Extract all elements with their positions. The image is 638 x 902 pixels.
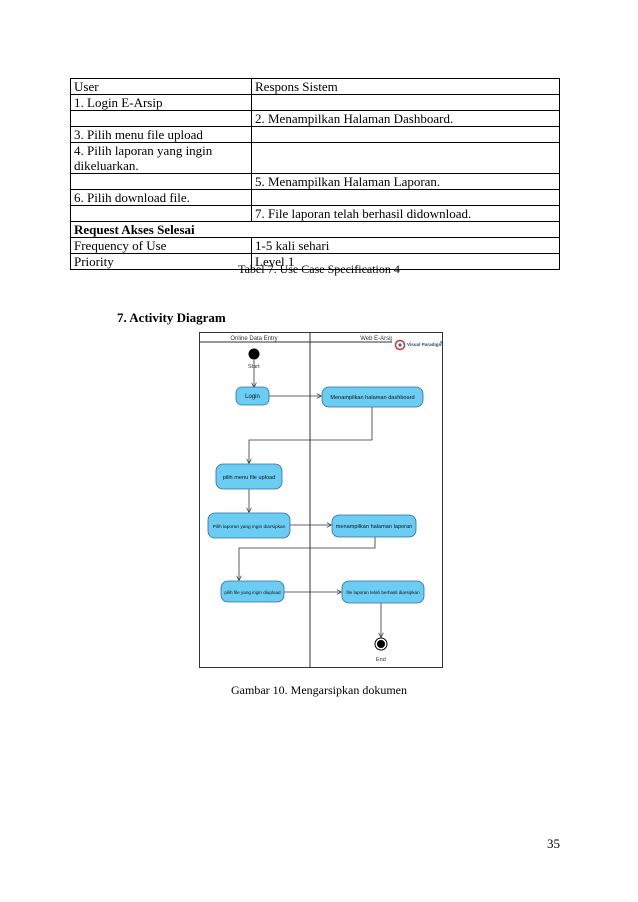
table-cell: Priority [70,253,252,270]
table-cell: 5. Menampilkan Halaman Laporan. [251,173,560,190]
visual-paradigm-logo: Visual Paradigm [392,335,443,352]
table-caption: Tabel 7. Use Case Specification 4 [238,262,400,276]
table-section-row: Request Akses Selesai [70,221,560,238]
action-halaman-laporan-label: menampilkan halaman laporan [336,524,413,530]
action-login-label: Login [245,394,260,400]
figure-caption: Gambar 10. Mengarsipkan dokumen [231,683,407,697]
table-row: 1. Login E-Arsip [70,94,560,111]
table-cell: 7. File laporan telah berhasil didownloa… [251,205,560,222]
action-berhasil-label: file laporan telah berhasil diarsipkan [346,590,420,595]
table-cell: 1. Login E-Arsip [70,94,252,111]
action-menu-upload: pilih menu file upload [215,463,283,490]
table-row: 3. Pilih menu file upload [70,126,560,143]
table-row: Frequency of Use 1-5 kali sehari [70,237,560,254]
table-row: 4. Pilih laporan yang ingin dikeluarkan. [70,142,560,174]
watermark-text: Visual Paradigm [407,342,443,347]
table-cell: Level 1 [251,253,560,270]
edge-halaman-pilihfile [239,537,376,580]
table-row: 2. Menampilkan Halaman Dashboard. [70,110,560,127]
action-dashboard: Menampilkan halaman dashboard [321,386,424,408]
edge-dashboard-upload [249,407,373,463]
table-row: Priority Level 1 [70,253,560,270]
header-response: Respons Sistem [251,78,560,95]
table-row: 6. Pilih download file. [70,189,560,206]
table-cell [251,189,560,206]
table-cell [251,94,560,111]
use-case-spec-table: User Respons Sistem 1. Login E-Arsip 2. … [70,78,560,270]
table-cell: 6. Pilih download file. [70,189,252,206]
action-login: Login [235,386,270,406]
swimlane-frame [199,332,443,668]
table-cell [70,205,252,222]
action-pilih-laporan: Pilih laporan yang ingin diarsipkan [207,512,291,539]
table-cell: Frequency of Use [70,237,252,254]
table-row: 5. Menampilkan Halaman Laporan. [70,173,560,190]
table-cell: 2. Menampilkan Halaman Dashboard. [251,110,560,127]
section-heading: 7. Activity Diagram [117,310,226,325]
action-berhasil: file laporan telah berhasil diarsipkan [341,580,425,604]
end-label: End [376,657,386,663]
section-row-label: Request Akses Selesai [70,221,560,238]
table-cell: 3. Pilih menu file upload [70,126,252,143]
table-header-row: User Respons Sistem [70,78,560,95]
action-menu-upload-label: pilih menu file upload [223,475,276,481]
activity-diagram: Online Data Entry Web E-Arsip Visual Par… [199,332,443,668]
end-node-inner [377,640,385,648]
header-user: User [70,78,252,95]
table-cell: 1-5 kali sehari [251,237,560,254]
table-row: 7. File laporan telah berhasil didownloa… [70,205,560,222]
start-node [248,348,260,360]
lane-left-title: Online Data Entry [230,336,277,342]
table-cell [251,142,560,174]
action-pilih-laporan-label: Pilih laporan yang ingin diarsipkan [213,524,286,530]
action-halaman-laporan: menampilkan halaman laporan [331,514,417,538]
table-cell [251,126,560,143]
action-pilih-file-label: pilih file yang ingin diupload [224,590,281,595]
action-dashboard-label: Menampilkan halaman dashboard [330,395,414,401]
table-cell: 4. Pilih laporan yang ingin dikeluarkan. [70,142,252,174]
lane-right-title: Web E-Arsip [360,336,394,342]
action-pilih-file: pilih file yang ingin diupload [220,580,285,603]
table-cell [70,173,252,190]
page-number: 35 [547,836,560,851]
table-cell [70,110,252,127]
